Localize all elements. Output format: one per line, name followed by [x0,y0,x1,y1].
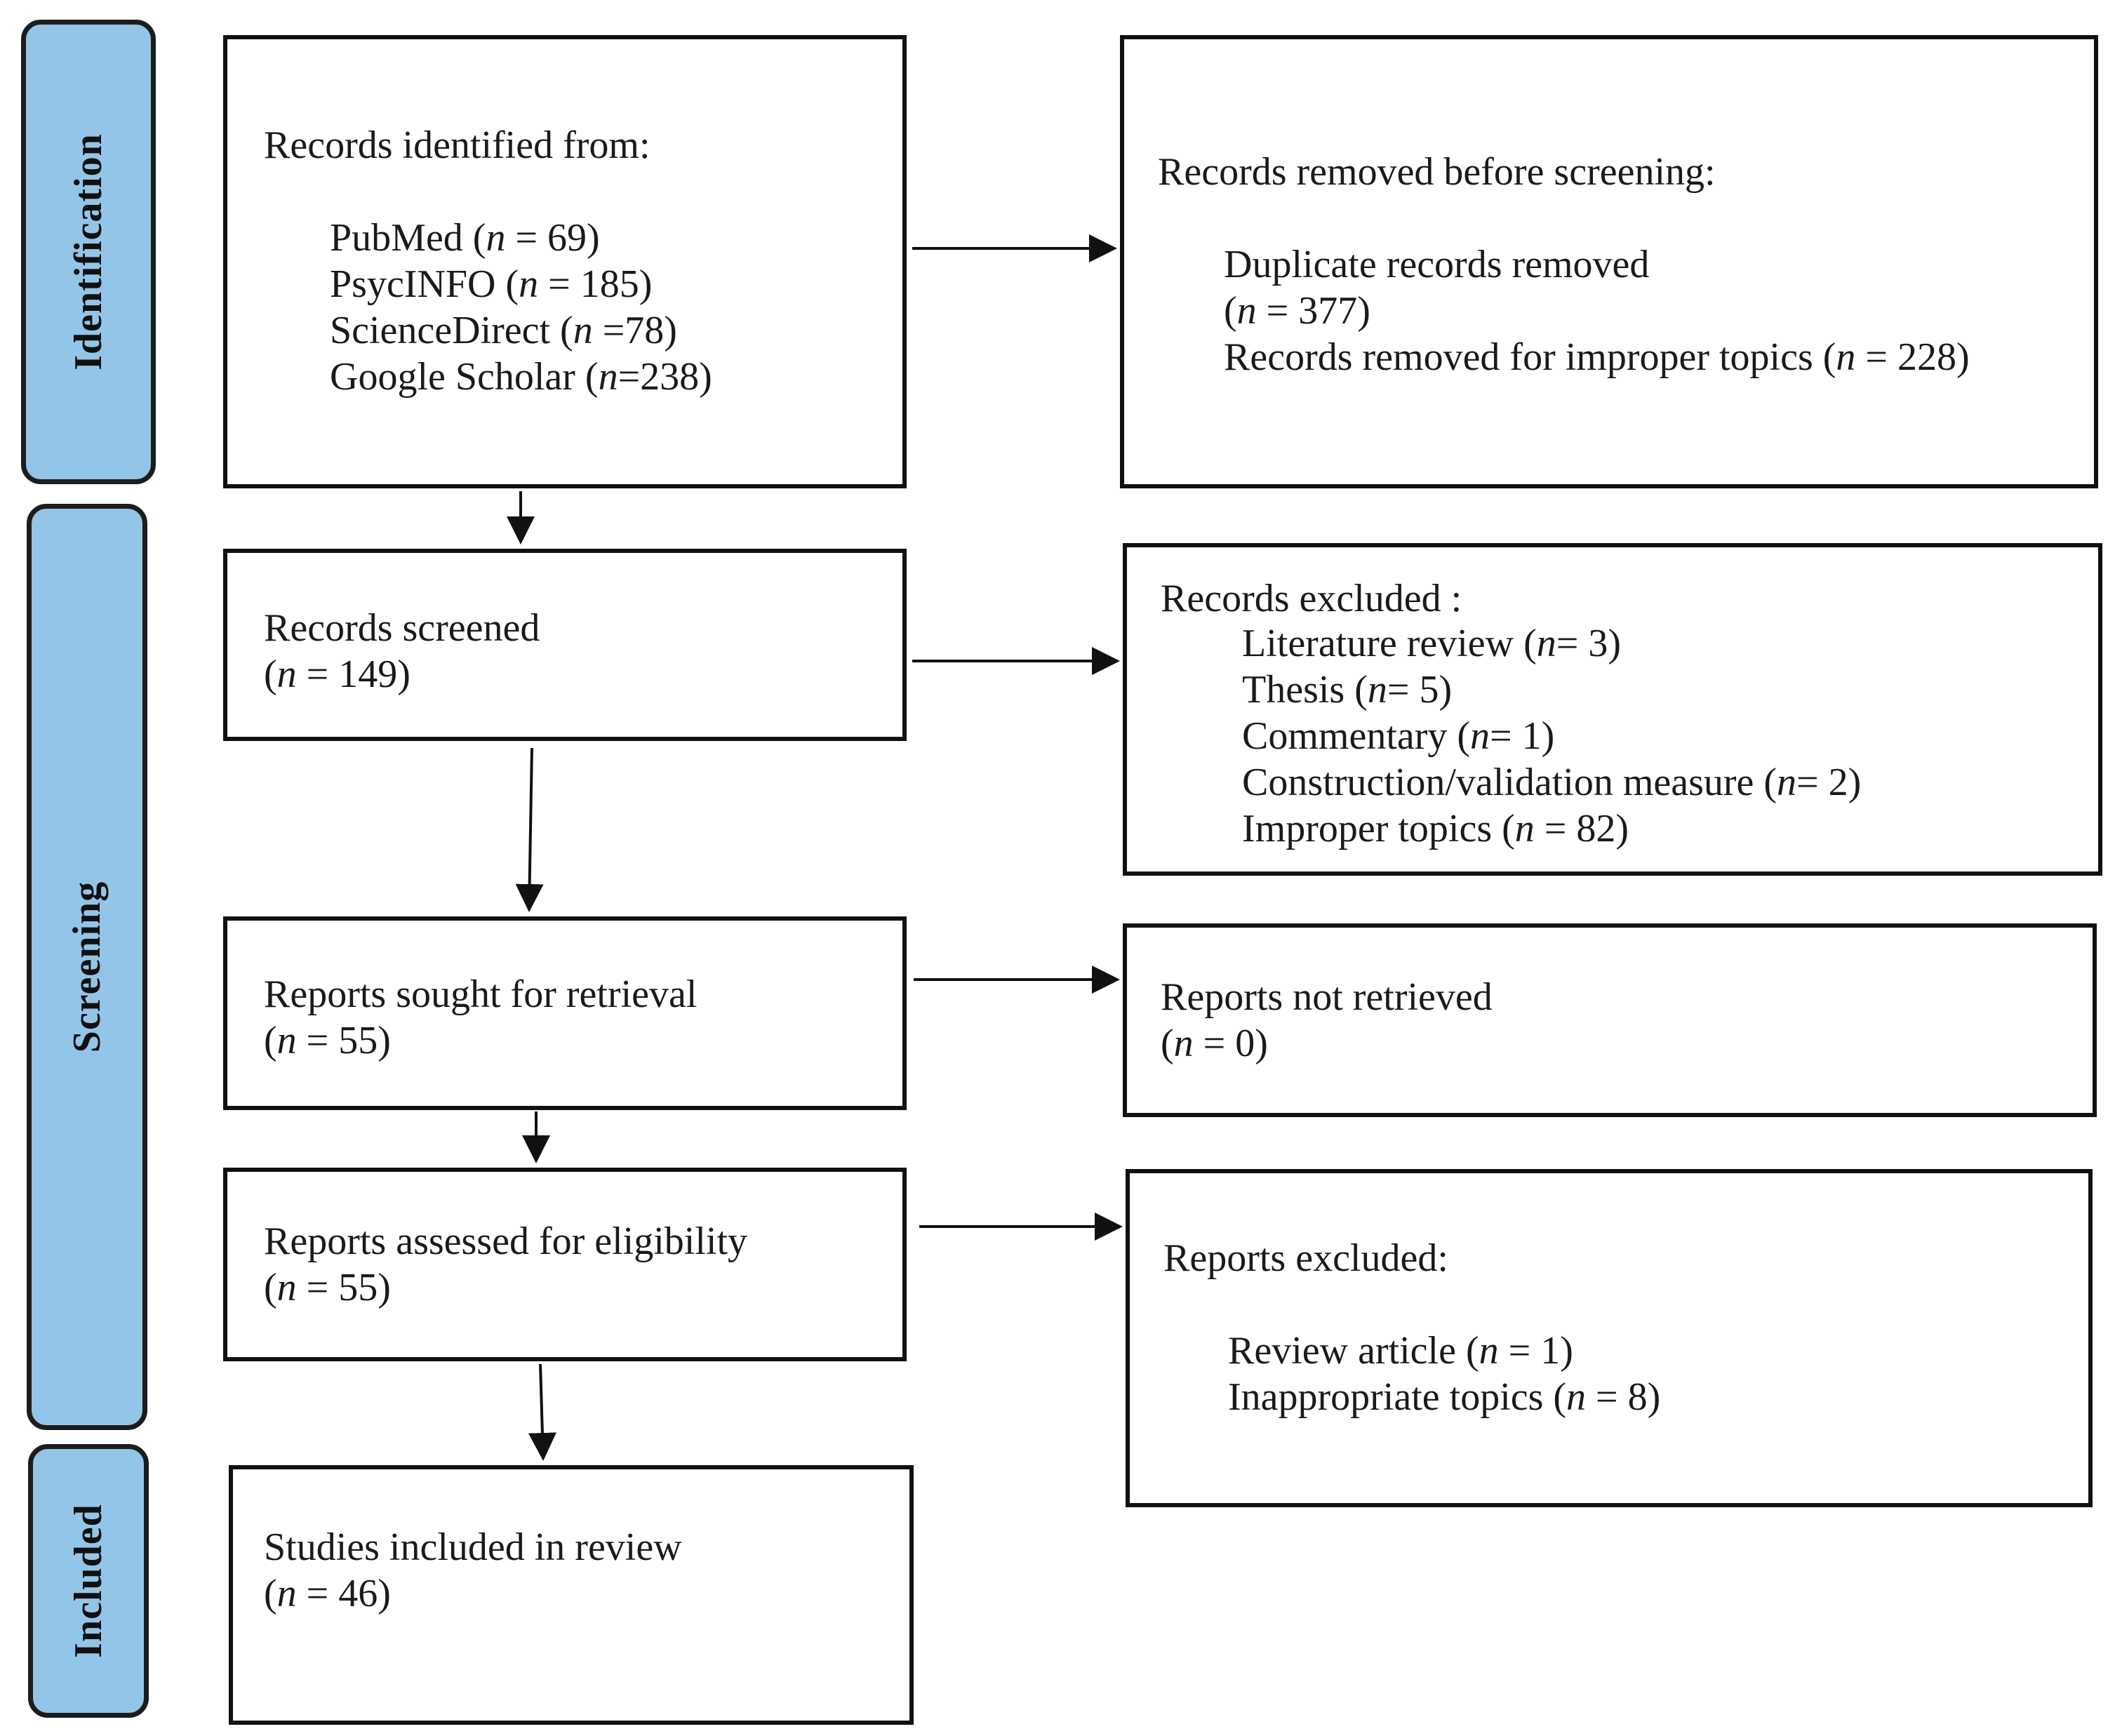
excluded-literature-review: Literature review (n= 3) [1242,622,1621,665]
reports-sought-heading: Reports sought for retrieval [264,973,698,1016]
phase-included: Included [28,1444,149,1718]
records-identified-box: Records identified from: PubMed (n = 69)… [223,35,907,488]
phase-identification: Identification [21,20,156,484]
reports-not-retrieved-count: (n = 0) [1161,1022,1268,1065]
reports-excluded-box: Reports excluded: Review article (n = 1)… [1126,1169,2093,1507]
records-screened-count: (n = 149) [264,653,411,696]
source-google-scholar: Google Scholar (n=238) [330,355,712,399]
reports-not-retrieved-heading: Reports not retrieved [1161,975,1493,1019]
records-excluded-box: Records excluded : Literature review (n=… [1123,543,2102,876]
records-screened-box: Records screened (n = 149) [223,549,907,741]
studies-included-box: Studies included in review (n = 46) [229,1465,914,1725]
source-sciencedirect: ScienceDirect (n =78) [330,309,677,352]
reports-assessed-box: Reports assessed for eligibility (n = 55… [223,1168,907,1361]
studies-included-count: (n = 46) [264,1572,391,1615]
excluded-commentary: Commentary (n= 1) [1242,714,1555,758]
excluded-inappropriate-topics: Inappropriate topics (n = 8) [1228,1375,1661,1419]
source-psycinfo: PsycINFO (n = 185) [330,262,653,306]
source-pubmed: PubMed (n = 69) [330,216,600,260]
records-removed-box: Records removed before screening: Duplic… [1120,35,2098,488]
studies-included-heading: Studies included in review [264,1525,682,1569]
excluded-thesis: Thesis (n= 5) [1242,668,1453,712]
excluded-construction-validation: Construction/validation measure (n= 2) [1242,761,1862,804]
improper-topics-removed: Records removed for improper topics (n =… [1224,335,1970,379]
reports-assessed-count: (n = 55) [264,1266,391,1309]
reports-sought-box: Reports sought for retrieval (n = 55) [223,916,907,1110]
records-removed-heading: Records removed before screening: [1158,150,1716,194]
records-excluded-heading: Records excluded : [1161,577,1462,620]
arrow-assessed-to-included [528,1363,556,1461]
excluded-review-article: Review article (n = 1) [1228,1329,1573,1373]
records-identified-heading: Records identified from: [264,123,650,167]
records-screened-heading: Records screened [264,606,540,650]
reports-not-retrieved-box: Reports not retrieved (n = 0) [1123,923,2097,1117]
duplicate-records-count: (n = 377) [1224,289,1370,333]
reports-assessed-heading: Reports assessed for eligibility [264,1220,748,1263]
reports-excluded-heading: Reports excluded: [1163,1236,1448,1280]
arrow-screened-to-sought [515,747,544,912]
phase-screening: Screening [27,504,147,1430]
reports-sought-count: (n = 55) [264,1019,391,1062]
excluded-improper-topics: Improper topics (n = 82) [1242,807,1629,850]
duplicate-records-label: Duplicate records removed [1224,243,1650,286]
